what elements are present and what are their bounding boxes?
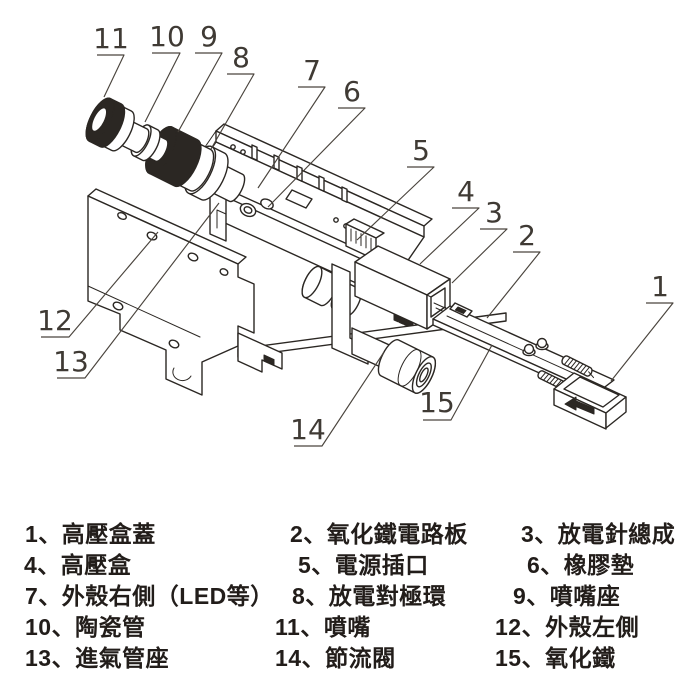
part-14-throttle-valve	[331, 263, 437, 394]
leader-line-10	[144, 52, 181, 123]
legend-item-2: 2、氧化鐵電路板	[290, 521, 468, 547]
callout-number-4: 4	[457, 175, 475, 208]
part-12-left-shell	[87, 188, 283, 396]
callout-number-14: 14	[290, 413, 326, 446]
legend-item-5: 5、電源插口	[298, 552, 429, 578]
legend-item-6: 6、橡膠墊	[527, 552, 635, 578]
callout-number-5: 5	[412, 134, 430, 167]
callout-number-10: 10	[149, 20, 185, 53]
callout-number-2: 2	[518, 219, 536, 252]
part-5-power-socket	[345, 218, 385, 261]
callout-number-13: 13	[53, 345, 89, 378]
callout-number-8: 8	[232, 41, 250, 74]
legend-item-3: 3、放電針總成	[521, 521, 676, 547]
legend-item-11: 11、噴嘴	[275, 614, 371, 640]
leader-line-15	[423, 344, 493, 421]
legend-item-10: 10、陶瓷管	[25, 614, 146, 640]
legend-item-14: 14、節流閥	[275, 645, 396, 671]
callout-number-7: 7	[303, 54, 321, 87]
leader-line-1	[610, 302, 674, 382]
leader-line-8	[210, 73, 255, 150]
leader-line-9	[177, 52, 223, 133]
callout-number-12: 12	[37, 304, 73, 337]
arrow-icon	[564, 396, 595, 415]
legend-item-13: 13、進氣管座	[25, 645, 170, 671]
callout-number-1: 1	[651, 270, 669, 303]
leader-line-11	[97, 54, 125, 98]
leader-line-2	[486, 251, 541, 319]
legend-item-1: 1、高壓盒蓋	[25, 521, 156, 547]
legend-item-15: 15、氧化鐵	[495, 645, 616, 671]
part-1-cover	[553, 372, 627, 430]
leader-line-14	[294, 351, 385, 447]
callout-number-3: 3	[485, 196, 503, 229]
leader-line-5	[356, 166, 435, 241]
legend-item-12: 12、外殼左側	[495, 614, 640, 640]
legend-item-4: 4、高壓盒	[24, 552, 132, 578]
callout-number-11: 11	[93, 22, 129, 55]
callout-number-9: 9	[200, 20, 218, 53]
leader-line-13	[57, 202, 220, 379]
leader-line-4	[419, 207, 480, 265]
callout-number-6: 6	[343, 75, 361, 108]
legend-item-7: 7、外殼右側（LED等）	[25, 583, 274, 609]
part-11-nozzle	[85, 97, 150, 154]
leader-line-7	[257, 86, 326, 189]
leader-line-6	[267, 107, 366, 208]
legend-item-9: 9、噴嘴座	[513, 583, 621, 609]
leader-line-12	[41, 231, 159, 338]
callout-number-15: 15	[419, 386, 455, 419]
leader-line-3	[451, 228, 508, 284]
legend-item-8: 8、放電對極環	[292, 583, 447, 609]
part-6-rubber-pad	[260, 198, 274, 210]
